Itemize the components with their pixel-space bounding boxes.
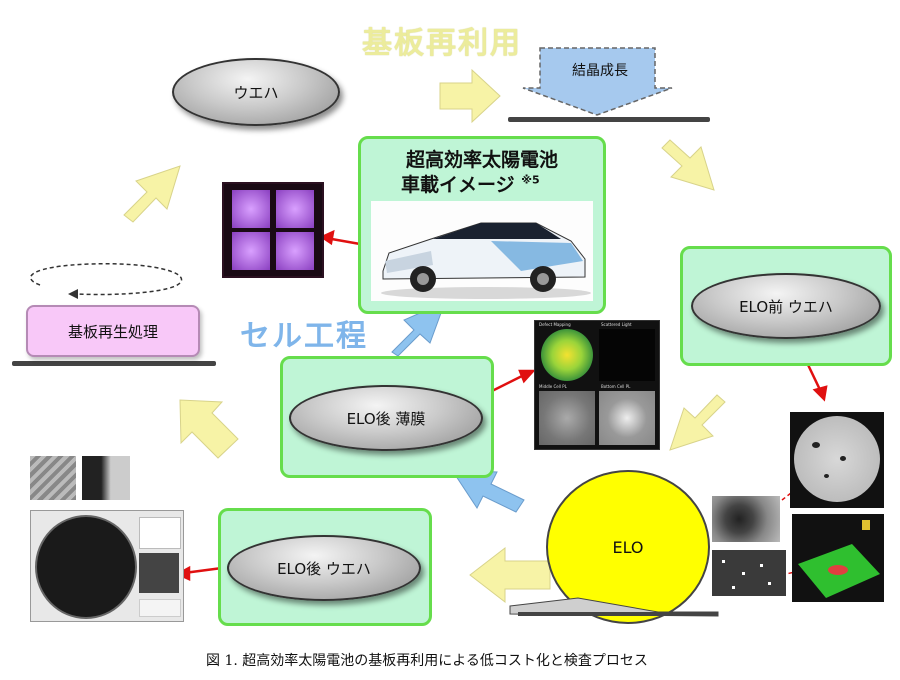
pl-label-bottom: Bottom Cell PL [601,384,631,389]
inspection-detail-image-1 [30,456,76,500]
wafer-node: ウエハ [172,58,340,126]
elo-after-wafer-box: ELO後 ウエハ [218,508,432,626]
arrow-up-left [179,399,239,459]
crystal-growth-substrate-line [508,117,710,122]
elo-after-film-box: ELO後 薄膜 [280,356,494,478]
elo-before-box: ELO前 ウエハ [680,246,892,366]
pl-label-defect: Defect Mapping [539,322,571,327]
solar-car-note: ※5 [521,173,540,187]
substrate-reprocess-box: 基板再生処理 [26,305,200,357]
solar-car-subtitle: 車載イメージ [401,174,515,196]
inspection-detail-image-2 [82,456,130,500]
defect-3d-map [792,514,884,602]
elo-before-node: ELO前 ウエハ [691,273,881,339]
arrow-blue-film-to-car [391,301,446,357]
solar-car-box: 超高効率太陽電池 車載イメージ ※5 [358,136,606,314]
pl-defect-map [541,329,593,381]
arrow-up-right [123,165,181,223]
pl-scattered-map [599,329,655,381]
title-cell-process: セル工程 [240,319,368,354]
reprocess-dashed-arrow [29,262,183,296]
solar-car-image [371,201,593,301]
figure-caption: 図 1. 超高効率太陽電池の基板再利用による低コスト化と検査プロセス [206,653,648,669]
elo-after-film-node: ELO後 薄膜 [289,385,483,451]
arrow-down-left [669,394,726,451]
red-arrow-elo-after-to-inspection [183,566,223,575]
crystal-growth-arrow [522,47,673,116]
title-substrate-reuse: 基板再利用 [362,26,522,61]
pl-mapping-panel: Defect Mapping Scattered Light Middle Ce… [534,320,660,450]
pl-label-scattered: Scattered Light [601,322,632,327]
pl-middle-map [539,391,595,445]
elo-after-wafer-label: ELO後 ウエハ [277,559,371,578]
arrow-down-right [661,139,715,191]
reprocess-substrate-line [12,361,216,366]
elo-peel-film [509,597,719,617]
defect-zoom-image-1 [712,496,780,542]
crystal-growth-label: 結晶成長 [572,63,628,79]
arrow-right-top [439,68,501,124]
substrate-reprocess-label: 基板再生処理 [67,322,158,341]
elo-label: ELO [612,537,644,557]
elo-after-wafer-node: ELO後 ウエハ [227,535,421,601]
elo-after-film-label: ELO後 薄膜 [346,409,426,428]
pl-bottom-map [599,391,655,445]
solar-car-title: 超高効率太陽電池 [405,149,558,171]
elo-before-label: ELO前 ウエハ [739,297,833,316]
inspection-screenshot [30,510,184,622]
arrow-left-bottom [469,546,551,604]
solar-cell-image [222,182,324,278]
xray-wafer-image [790,412,884,508]
wafer-label: ウエハ [233,83,279,102]
defect-zoom-image-2 [712,550,786,596]
pl-label-middle: Middle Cell PL [539,384,567,389]
